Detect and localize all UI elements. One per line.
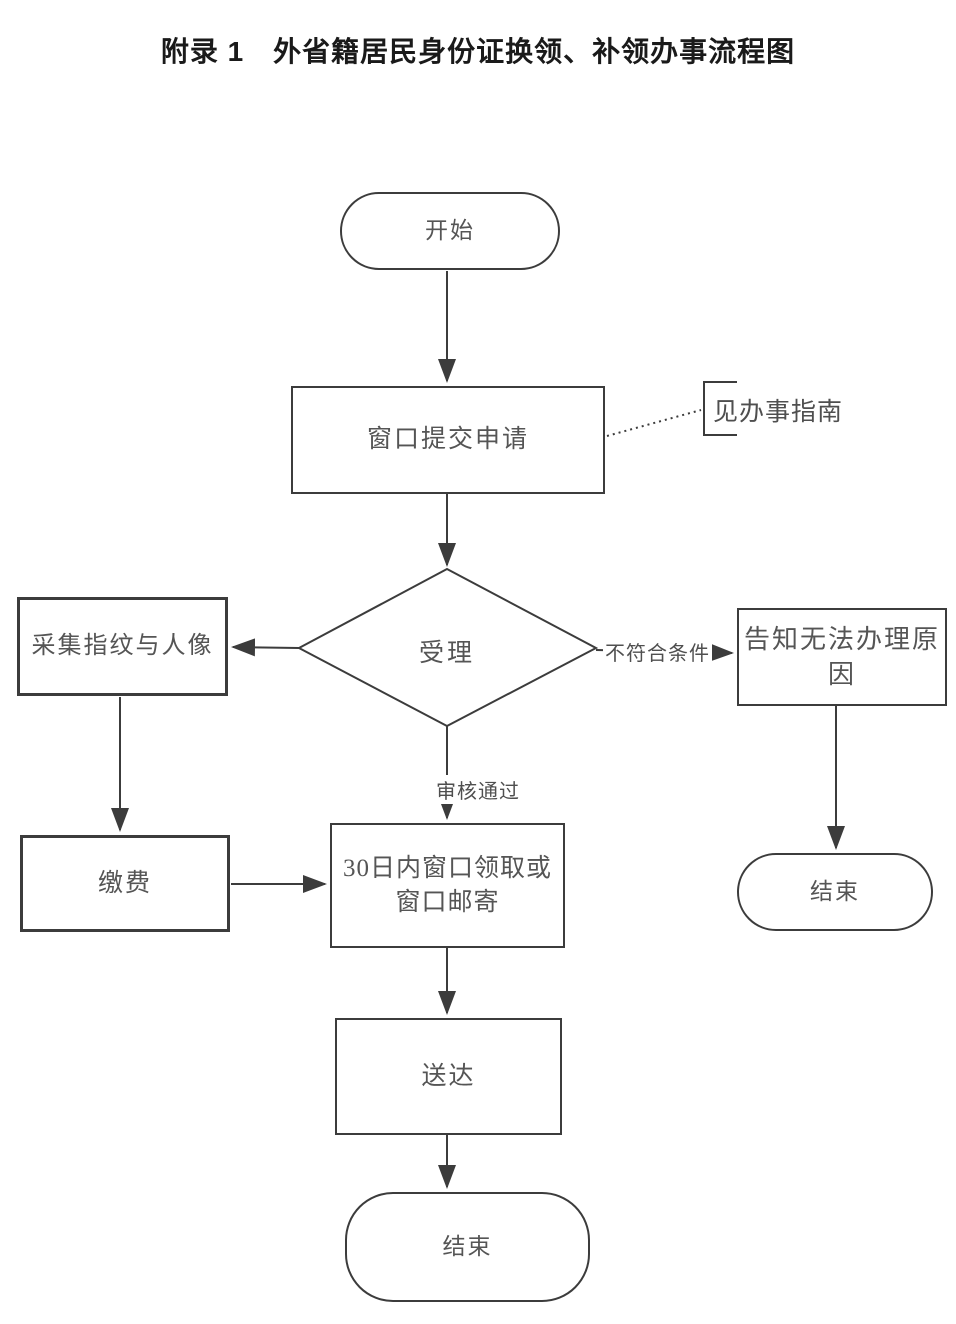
node-submit-label: 窗口提交申请 bbox=[366, 426, 529, 454]
edge-label-reject-condition: 不符合条件 bbox=[603, 637, 712, 666]
node-inform-line1: 告知无法办理原 bbox=[743, 624, 940, 654]
edge-label-approved: 审核通过 bbox=[434, 775, 522, 804]
node-deliver-label: 送达 bbox=[421, 1062, 476, 1090]
node-pay-fee: 缴费 bbox=[20, 835, 230, 932]
node-collect-label: 采集指纹与人像 bbox=[31, 633, 214, 660]
decision-diamond-shape bbox=[296, 567, 599, 728]
node-start: 开始 bbox=[340, 192, 560, 270]
node-receive-card: 30日内窗口领取或 窗口邮寄 bbox=[330, 823, 565, 948]
node-end-reject: 结束 bbox=[737, 853, 933, 931]
edge-submit-to-guide-dotted bbox=[606, 409, 702, 437]
node-receive-line1: 30日内窗口领取或 bbox=[342, 854, 552, 882]
node-receive-line2: 窗口邮寄 bbox=[395, 888, 500, 916]
annotation-bracket bbox=[703, 381, 737, 436]
node-start-label: 开始 bbox=[425, 218, 475, 244]
node-pay-label: 缴费 bbox=[97, 869, 152, 897]
node-inform-line2: 因 bbox=[827, 660, 856, 689]
node-end-main-label: 结束 bbox=[442, 1234, 493, 1260]
node-end-reject-label: 结束 bbox=[810, 879, 860, 905]
page-title: 附录 1 外省籍居民身份证换领、补领办事流程图 bbox=[160, 36, 796, 67]
node-accept-decision: 受理 bbox=[418, 640, 475, 667]
node-submit-application: 窗口提交申请 bbox=[291, 386, 605, 494]
annotation-guide-text: 见办事指南 bbox=[713, 399, 844, 426]
node-collect-fingerprint-portrait: 采集指纹与人像 bbox=[17, 597, 228, 696]
edge-accept-to-collect bbox=[231, 638, 300, 657]
node-deliver: 送达 bbox=[335, 1018, 562, 1135]
node-inform-reason: 告知无法办理原 因 bbox=[737, 608, 947, 706]
node-end-main: 结束 bbox=[345, 1192, 590, 1302]
